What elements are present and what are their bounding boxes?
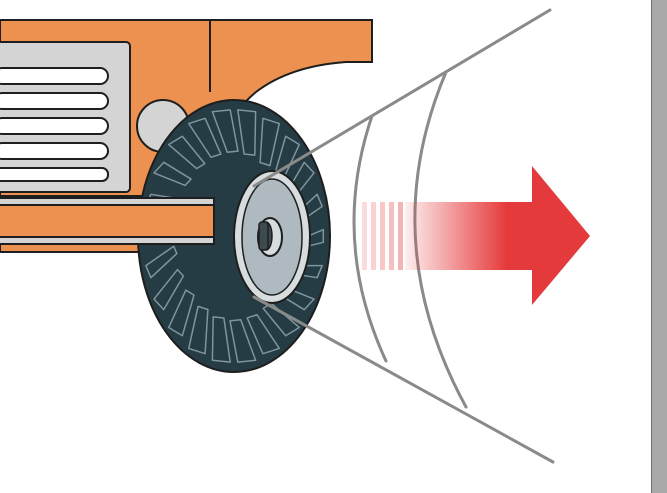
right-edge-bar [651,0,667,493]
arrow-dash [389,202,394,270]
arrow-dash [398,202,403,270]
arrow-dash [380,202,385,270]
wheel-hub-icon [234,171,310,303]
arrow-body [405,166,590,305]
arrow-dashes [362,202,403,270]
arrow-dash [371,202,376,270]
radiator-grille-icon [0,42,130,192]
right-arrow-icon [362,166,590,305]
arrow-dash [362,202,367,270]
front-axle-beam [0,198,214,244]
